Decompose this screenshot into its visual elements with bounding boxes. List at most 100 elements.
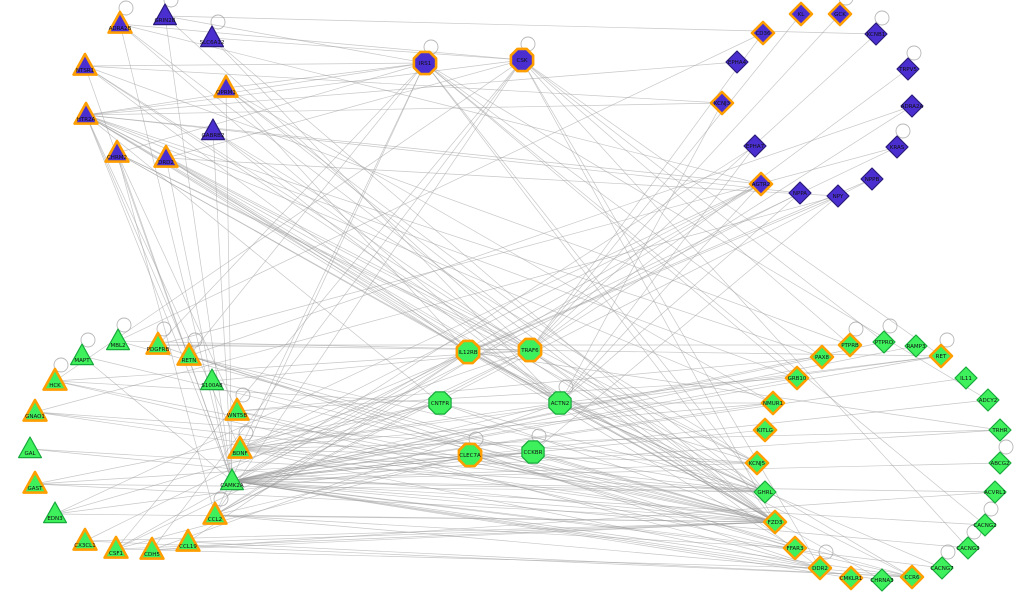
edge-CNTFR-GHRL	[439, 402, 766, 493]
node-GNAO1[interactable]	[22, 398, 48, 422]
node-ADCY2[interactable]	[976, 388, 1000, 412]
node-NMUR1[interactable]	[760, 390, 786, 416]
edge-HTR2A-KCNJ5	[85, 114, 758, 464]
node-NPY[interactable]	[826, 184, 850, 208]
node-HTR2A[interactable]	[73, 101, 99, 125]
node-TRAF6[interactable]	[517, 337, 543, 363]
node-IRS1[interactable]	[412, 50, 438, 76]
node-EPHA7[interactable]	[743, 134, 767, 158]
node-DRD2[interactable]	[153, 144, 179, 168]
node-BDNF[interactable]	[227, 435, 253, 459]
node-PTPRB[interactable]	[837, 332, 863, 358]
edge-CAMK2A-KCNJ5	[231, 462, 758, 482]
node-GAL[interactable]	[18, 436, 43, 459]
node-CDH5[interactable]	[139, 536, 165, 560]
node-PTPRO[interactable]	[872, 330, 896, 354]
node-CSK[interactable]	[509, 47, 535, 73]
node-GCK[interactable]	[827, 1, 853, 27]
node-RAMP3[interactable]	[904, 334, 928, 358]
self-loop-CACNG2	[983, 501, 999, 517]
node-CD36[interactable]	[750, 20, 776, 46]
node-CX3CL1[interactable]	[72, 527, 98, 551]
node-ACVRL1[interactable]	[983, 480, 1007, 504]
node-KITLG[interactable]	[752, 417, 778, 443]
edge-CAMK2A-NPPA	[231, 192, 801, 482]
node-CHRM2[interactable]	[104, 139, 130, 163]
node-ACTN2[interactable]	[548, 391, 572, 415]
node-CLEC7A[interactable]	[457, 442, 483, 468]
node-GRIN2B[interactable]	[153, 3, 177, 26]
node-GHRL[interactable]	[753, 480, 777, 504]
node-TRPV5[interactable]	[896, 57, 920, 81]
node-CCL2[interactable]	[202, 501, 228, 525]
edge-HTR2A-PAX8	[85, 114, 823, 358]
node-KRAS[interactable]	[885, 135, 909, 159]
node-GAST[interactable]	[22, 470, 48, 494]
edge-ACTN2-CACNG7	[559, 402, 943, 569]
node-NPPA[interactable]	[788, 181, 812, 205]
node-ADRA2B[interactable]	[107, 10, 133, 34]
node-MBL2[interactable]	[105, 328, 130, 351]
edge-CHRM2-TRAF6	[116, 152, 531, 351]
edge-CAMK2A-CACNG2	[231, 480, 986, 526]
self-loops-layer	[53, 0, 1014, 560]
node-CAMK2A[interactable]	[220, 468, 244, 491]
node-TRHR[interactable]	[988, 418, 1012, 442]
node-PAX8[interactable]	[809, 344, 835, 370]
node-EPHA4[interactable]	[725, 50, 749, 74]
node-CNTFR[interactable]	[428, 391, 452, 415]
node-CMKLR1[interactable]	[838, 565, 864, 591]
self-loop-RET	[939, 332, 955, 348]
node-OPRM1[interactable]	[213, 74, 239, 98]
node-IL11[interactable]	[954, 366, 978, 390]
edge-CSK-CACNG3	[521, 59, 969, 549]
node-ADRA2A[interactable]	[900, 94, 924, 118]
edge-GNAO1-NPY	[34, 195, 839, 413]
node-CCKBR[interactable]	[521, 440, 545, 464]
edge-ACTN2-AGTR2	[559, 183, 762, 404]
node-CACNG2[interactable]	[973, 513, 997, 537]
node-ABCG2[interactable]	[988, 451, 1012, 475]
edge-HTR2A-NPPA	[85, 114, 801, 194]
edge-HTR2A-GRB10	[85, 114, 798, 379]
node-NTSR1[interactable]	[72, 52, 98, 76]
node-CACNG3[interactable]	[956, 536, 980, 560]
node-DDR2[interactable]	[807, 555, 833, 581]
edge-CAMK2A-PAX8	[231, 356, 823, 482]
node-GRB10[interactable]	[784, 365, 810, 391]
node-NPPB[interactable]	[860, 167, 884, 191]
node-WNT5B[interactable]	[224, 397, 250, 421]
edge-ADRA2B-ACTN2	[119, 23, 561, 404]
node-CCL19[interactable]	[175, 528, 201, 552]
edge-IL12RB-NPPB	[467, 178, 873, 353]
node-KCNJ5[interactable]	[744, 450, 770, 476]
node-SLC6A12[interactable]	[200, 25, 224, 48]
node-MAPT[interactable]	[69, 343, 95, 366]
node-HCK[interactable]	[42, 367, 68, 391]
node-RETN[interactable]	[176, 342, 202, 366]
node-GABRB2[interactable]	[201, 118, 225, 141]
node-AGTR2[interactable]	[748, 171, 774, 197]
node-CHRNA3[interactable]	[870, 568, 894, 592]
node-PDGFRB[interactable]	[145, 331, 171, 355]
edge-OPRM1-IRS1	[225, 62, 426, 89]
node-KCNJ3[interactable]	[709, 90, 735, 116]
node-KL[interactable]	[788, 1, 814, 27]
node-CACNG7[interactable]	[930, 556, 954, 580]
node-CSF1[interactable]	[103, 535, 129, 559]
node-KCNB1[interactable]	[864, 22, 888, 46]
node-CCR6[interactable]	[899, 564, 925, 590]
node-EDN3[interactable]	[42, 501, 68, 524]
node-IL12RB[interactable]	[455, 339, 481, 365]
edge-TRAF6-CCR6	[529, 349, 913, 578]
edge-CSK-CSF1	[115, 59, 523, 550]
node-FFAR3[interactable]	[782, 535, 808, 561]
edge-CAMK2A-CACNG7	[231, 480, 943, 569]
node-FZD3[interactable]	[762, 509, 788, 535]
edge-BDNF-AGTR2	[239, 183, 762, 450]
node-S100A8[interactable]	[200, 368, 224, 391]
node-RET[interactable]	[928, 343, 954, 369]
nodes-layer	[18, 1, 1012, 592]
